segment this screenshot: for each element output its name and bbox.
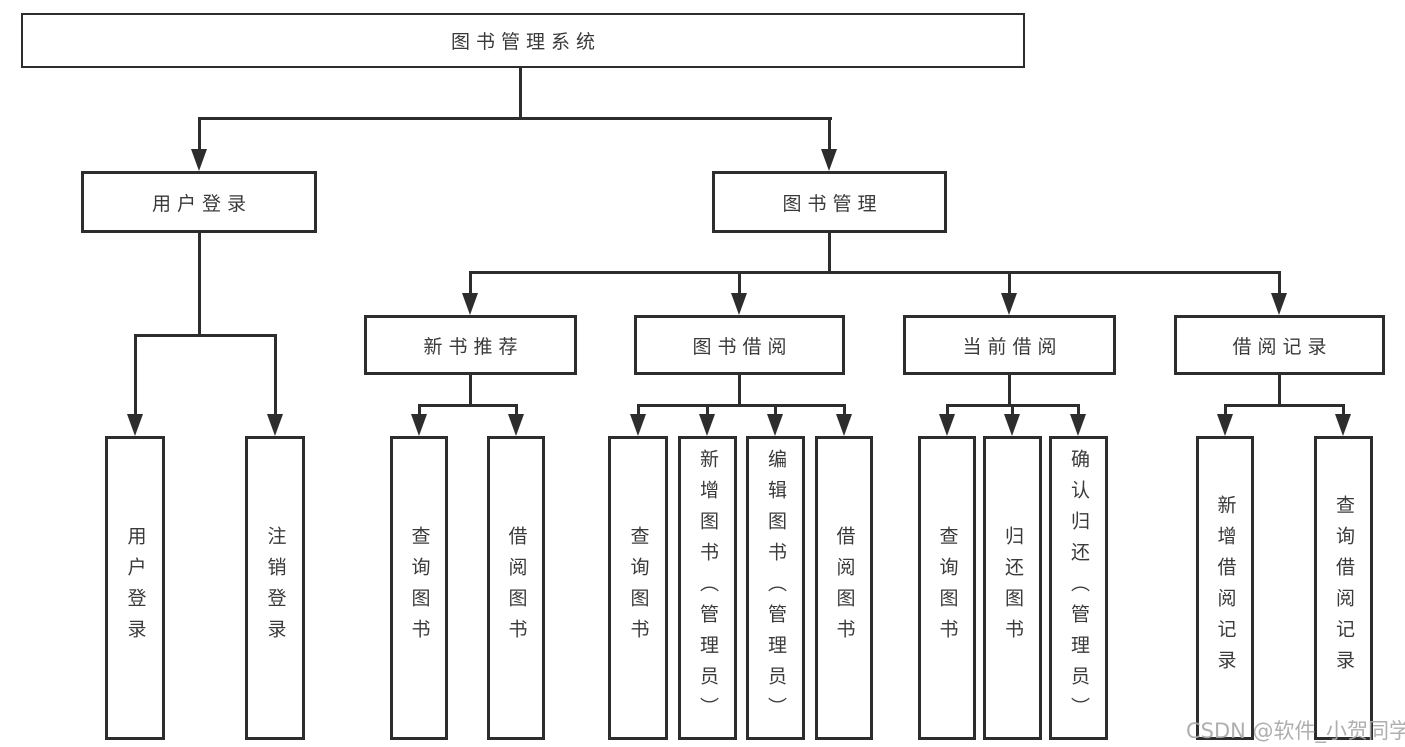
connector-line [418,404,517,407]
connector-line [469,271,1281,274]
connector-line [198,117,201,151]
node-borrow-records: 借阅记录 [1174,315,1385,375]
arrow-down-icon [508,414,524,436]
connector-line [515,404,518,416]
leaf-label: 查询图书 [627,526,650,650]
node-label: 新书推荐 [423,335,524,358]
leaf-br-add-borrow-record: 新增借阅记录 [1196,436,1254,740]
arrow-down-icon [1271,293,1287,315]
leaf-label: 查询借阅记录 [1332,495,1355,681]
leaf-label: 借阅图书 [505,526,528,650]
node-label: 借阅记录 [1232,335,1333,358]
arrow-down-icon [411,414,427,436]
arrow-down-icon [191,149,207,171]
connector-line [738,375,741,406]
arrow-down-icon [731,293,747,315]
leaf-logout-login: 注销登录 [245,436,305,740]
connector-line [1224,404,1227,416]
leaf-rec-query-books: 查询图书 [390,436,448,740]
connector-line [843,404,846,416]
leaf-label: 用户登录 [124,526,147,650]
leaf-label: 新增图书（管理员） [696,448,719,728]
connector-line [1342,404,1345,416]
leaf-rec-borrow-books: 借阅图书 [487,436,545,740]
connector-line [198,233,201,336]
arrow-down-icon [1217,414,1233,436]
leaf-label: 借阅图书 [833,526,856,650]
connector-line [1008,271,1011,295]
node-label: 用户登录 [151,192,252,215]
arrow-down-icon [939,414,955,436]
connector-line [1008,375,1011,406]
arrow-down-icon [630,414,646,436]
connector-line [637,404,845,407]
leaf-label: 归还图书 [1001,526,1024,650]
node-label: 当前借阅 [962,335,1063,358]
arrow-down-icon [836,414,852,436]
arrow-down-icon [821,149,837,171]
connector-line [946,404,949,416]
arrow-down-icon [1004,414,1020,436]
leaf-label: 注销登录 [264,526,287,650]
csdn-watermark: CSDN @软件_小贺同学 [1186,719,1405,743]
connector-line [134,334,137,416]
leaf-bb-edit-books-admin: 编辑图书（管理员） [746,436,805,740]
leaf-br-query-borrow-record: 查询借阅记录 [1314,436,1373,740]
connector-line [738,271,741,295]
leaf-bb-query-books: 查询图书 [608,436,668,740]
connector-line [134,334,276,337]
connector-line [637,404,640,416]
node-book-management-system: 图书管理系统 [21,13,1025,68]
connector-line [418,404,421,416]
arrow-down-icon [127,414,143,436]
node-current-borrowing: 当前借阅 [903,315,1116,375]
connector-line [774,404,777,416]
arrow-down-icon [1335,414,1351,436]
arrow-down-icon [699,414,715,436]
leaf-bb-add-books-admin: 新增图书（管理员） [678,436,737,740]
node-user-login: 用户登录 [81,171,317,233]
connector-line [469,375,472,406]
connector-line [1278,271,1281,295]
connector-line [828,233,831,274]
connector-line [828,117,831,151]
leaf-cb-confirm-return-admin: 确认归还（管理员） [1049,436,1108,740]
connector-line [706,404,709,416]
node-label: 图书管理 [782,192,883,215]
arrow-down-icon [767,414,783,436]
connector-line [1011,404,1014,416]
node-book-management: 图书管理 [712,171,947,233]
leaf-label: 确认归还（管理员） [1067,448,1090,728]
leaf-label: 编辑图书（管理员） [764,448,787,728]
leaf-cb-query-books: 查询图书 [918,436,976,740]
leaf-label: 新增借阅记录 [1214,495,1237,681]
connector-line [1224,404,1344,407]
node-book-borrowing: 图书借阅 [634,315,845,375]
connector-line [198,117,832,120]
node-label: 图书管理系统 [450,31,601,53]
arrow-down-icon [267,414,283,436]
arrow-down-icon [1070,414,1086,436]
connector-line [519,68,522,118]
arrow-down-icon [1001,293,1017,315]
connector-line [274,334,277,416]
connector-line [1077,404,1080,416]
connector-line [1278,375,1281,406]
leaf-user-login: 用户登录 [105,436,165,740]
arrow-down-icon [462,293,478,315]
leaf-label: 查询图书 [936,526,959,650]
node-new-book-recommend: 新书推荐 [364,315,577,375]
leaf-cb-return-books: 归还图书 [983,436,1042,740]
leaf-label: 查询图书 [408,526,431,650]
leaf-bb-borrow-books: 借阅图书 [815,436,873,740]
connector-line [469,271,472,295]
node-label: 图书借阅 [692,335,793,358]
